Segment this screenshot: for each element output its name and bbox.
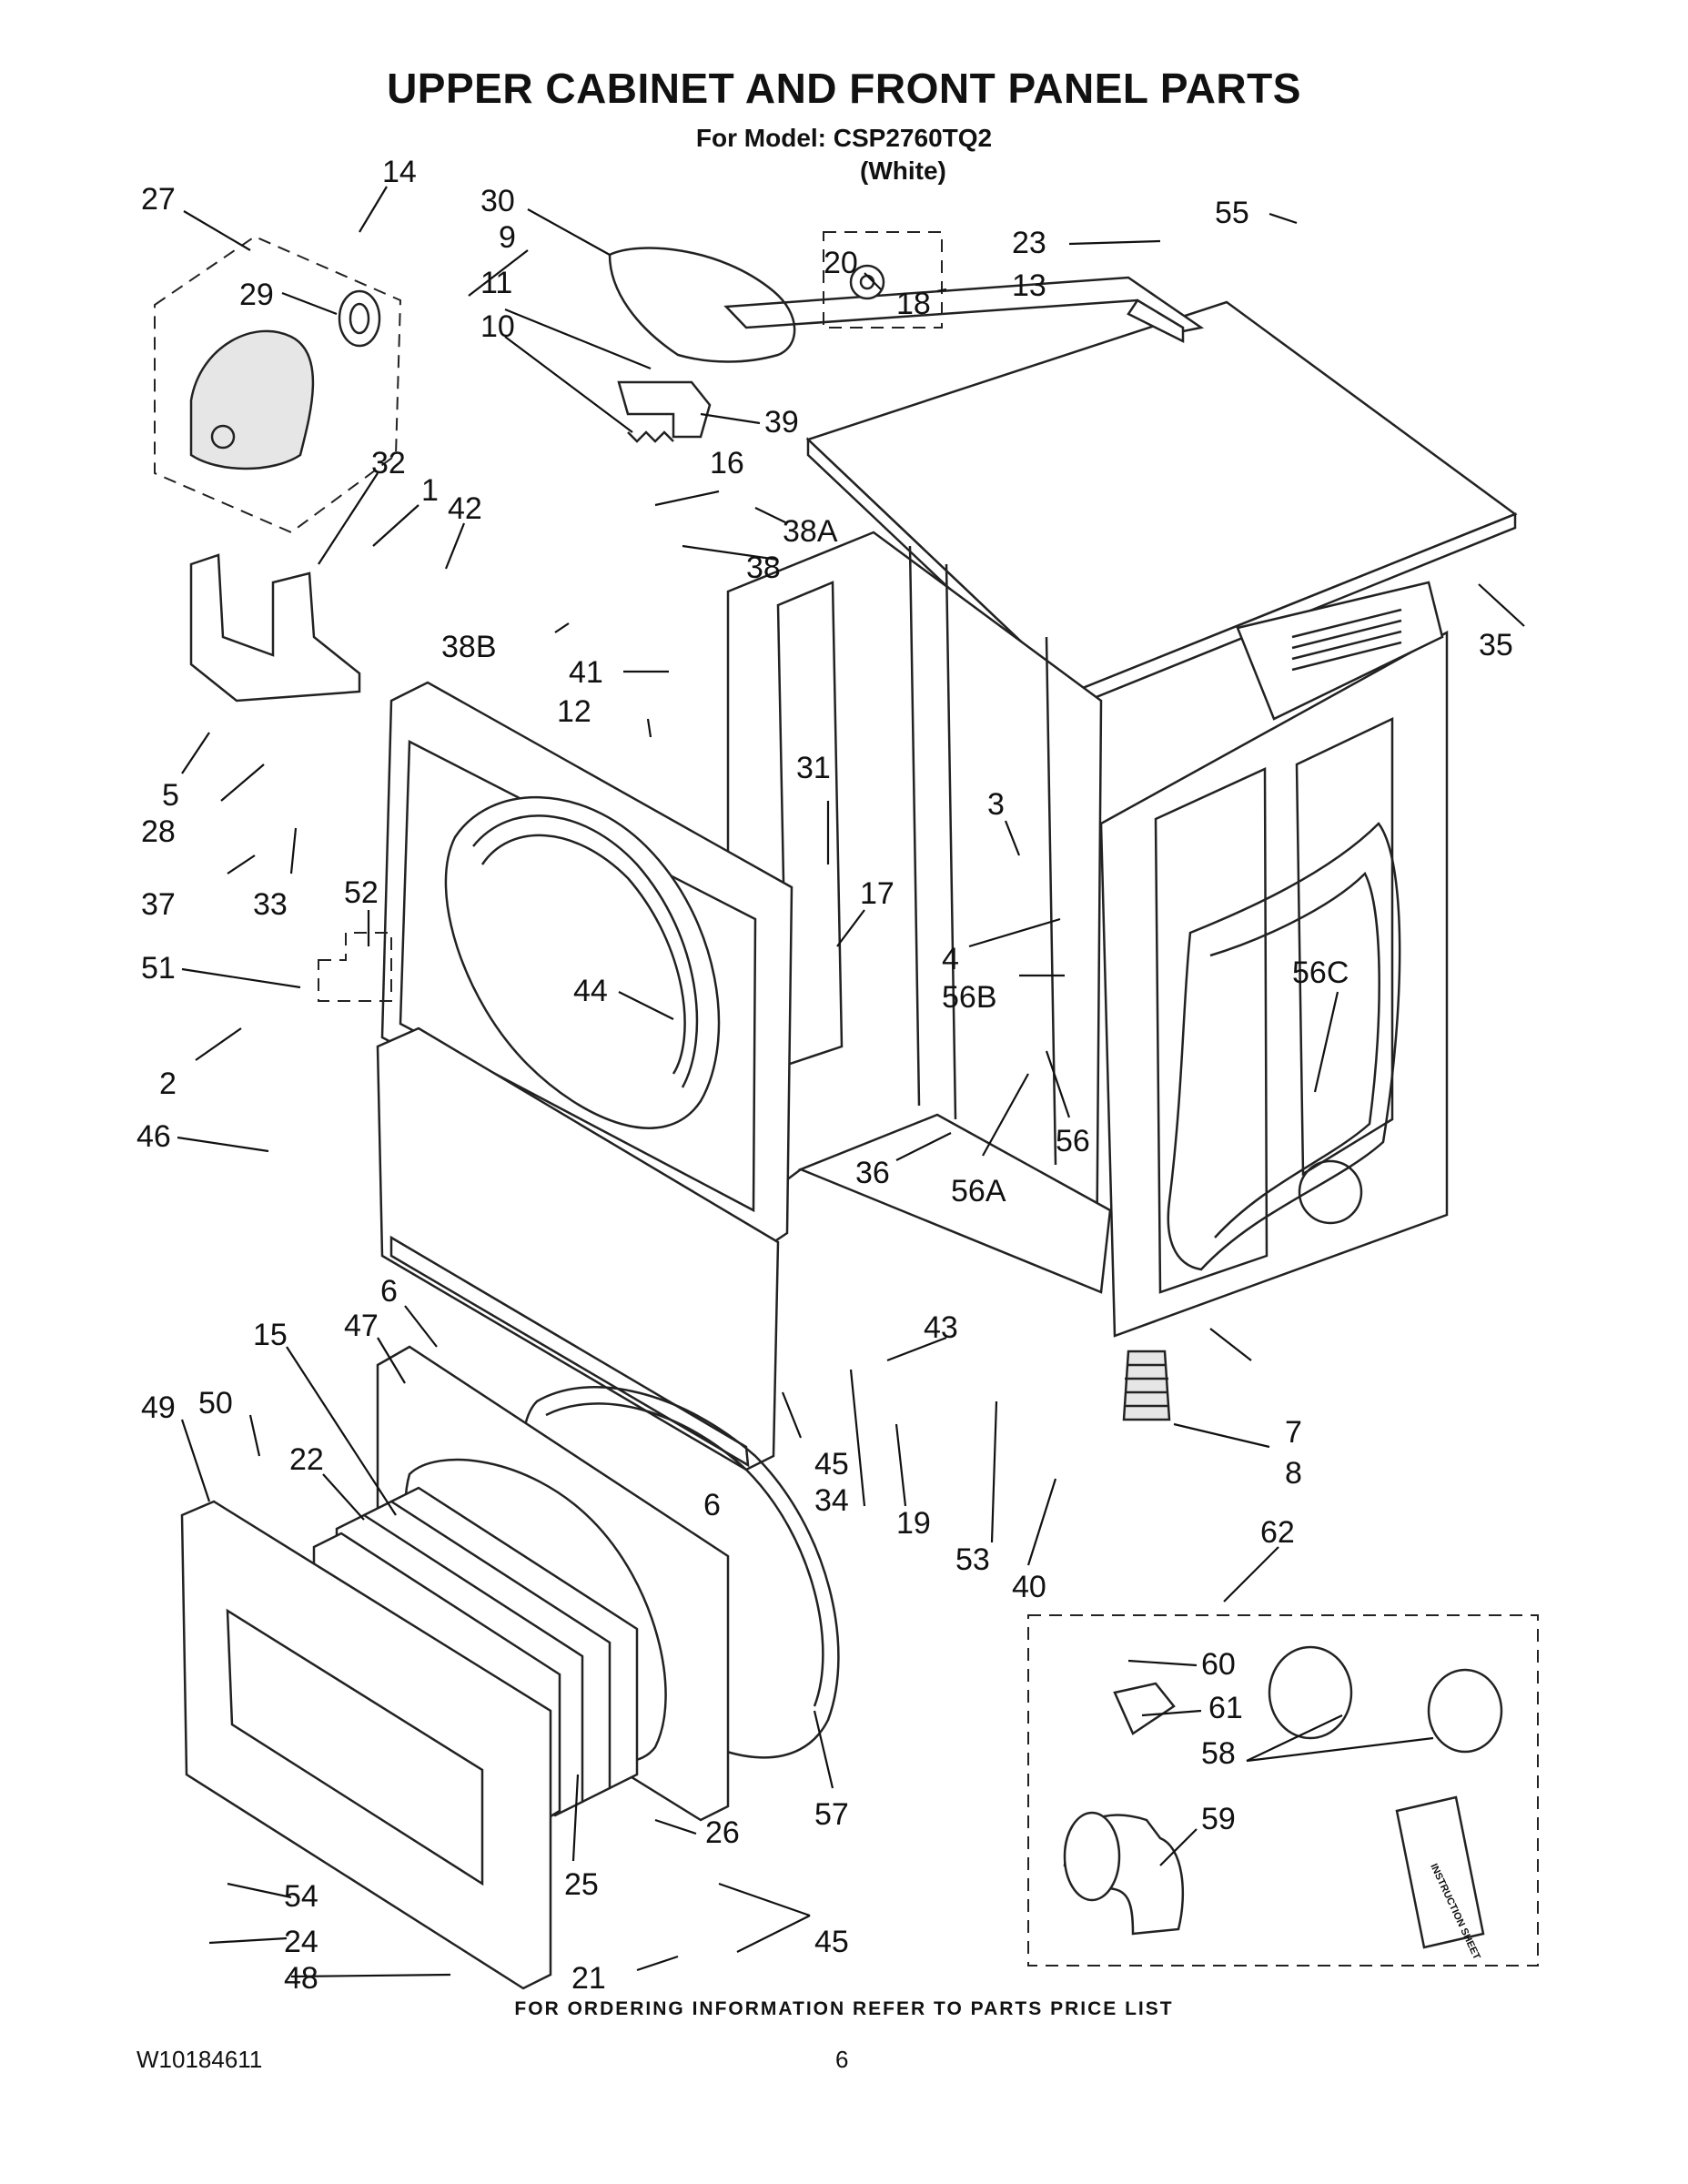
cabinet-body (726, 531, 1449, 1421)
front-panel-frame (380, 681, 793, 1244)
drum-roller-box (823, 231, 943, 329)
callout-10: 10 (480, 309, 515, 344)
kit-box-62 (1027, 1614, 1539, 1967)
callout-22: 22 (289, 1442, 324, 1477)
motor-mount-32 (189, 553, 361, 703)
motor-assembly (154, 235, 402, 534)
callout-57: 57 (814, 1797, 849, 1832)
callout-34: 34 (814, 1483, 849, 1518)
callout-6b: 6 (703, 1488, 721, 1522)
callout-50: 50 (198, 1386, 233, 1421)
callout-13: 13 (1012, 268, 1046, 303)
ordering-note: FOR ORDERING INFORMATION REFER TO PARTS … (514, 1998, 1174, 2019)
callout-19: 19 (896, 1506, 931, 1541)
callout-33: 33 (253, 887, 288, 922)
callout-1: 1 (421, 473, 439, 508)
callout-62: 62 (1260, 1515, 1295, 1550)
callout-30: 30 (480, 184, 515, 218)
callout-labels: 27 14 30 9 55 23 20 13 29 11 18 10 39 16… (136, 155, 1513, 1996)
callout-20: 20 (824, 246, 858, 280)
callout-35: 35 (1479, 628, 1513, 662)
callout-38: 38 (746, 551, 781, 585)
callout-38A: 38A (783, 514, 838, 549)
page-number: 6 (835, 2046, 849, 2073)
leader-lines (177, 186, 1525, 1978)
callout-54: 54 (284, 1879, 318, 1914)
callout-51: 51 (141, 951, 176, 986)
callout-2: 2 (159, 1067, 177, 1101)
kit-items (1063, 1645, 1503, 1949)
callout-56B: 56B (942, 980, 997, 1015)
callout-24: 24 (284, 1925, 318, 1959)
callout-61: 61 (1208, 1691, 1243, 1725)
document-number: W10184611 (136, 2046, 263, 2073)
callout-11: 11 (480, 266, 512, 300)
idler-bracket (617, 380, 712, 443)
callout-39: 39 (764, 405, 799, 440)
callout-28: 28 (141, 814, 176, 849)
callout-38B: 38B (441, 630, 497, 664)
callout-40: 40 (1012, 1570, 1046, 1604)
callout-25: 25 (564, 1867, 599, 1902)
callout-53: 53 (955, 1542, 990, 1577)
callout-27: 27 (141, 182, 176, 217)
top-panel-back-plate (723, 276, 1205, 344)
callout-7: 7 (1285, 1415, 1302, 1450)
callout-45: 45 (814, 1447, 849, 1481)
callout-37: 37 (141, 887, 176, 922)
callout-3: 3 (987, 787, 1005, 822)
lower-front-panel (376, 1026, 780, 1471)
callout-45b: 45 (814, 1925, 849, 1959)
color-line: (White) (860, 157, 946, 185)
callout-59: 59 (1201, 1802, 1236, 1836)
callout-4: 4 (942, 942, 959, 976)
callout-16: 16 (710, 446, 744, 480)
callout-17: 17 (860, 876, 895, 911)
callout-29: 29 (239, 278, 274, 312)
callout-9: 9 (499, 220, 516, 255)
callout-23: 23 (1012, 226, 1046, 260)
callout-18: 18 (896, 287, 931, 321)
callout-46: 46 (136, 1119, 171, 1154)
callout-8: 8 (1285, 1456, 1302, 1491)
page-title: UPPER CABINET AND FRONT PANEL PARTS (387, 65, 1301, 112)
callout-49: 49 (141, 1390, 176, 1425)
callout-55: 55 (1215, 196, 1249, 230)
callout-31: 31 (796, 751, 831, 785)
callout-47: 47 (344, 1309, 379, 1343)
callout-21: 21 (571, 1961, 606, 1996)
callout-5: 5 (162, 778, 179, 813)
model-line: For Model: CSP2760TQ2 (695, 124, 993, 152)
callout-43: 43 (924, 1310, 958, 1345)
callout-41: 41 (569, 655, 603, 690)
callout-14: 14 (382, 155, 417, 189)
callout-58: 58 (1201, 1736, 1236, 1771)
callout-42: 42 (448, 491, 482, 526)
callout-48: 48 (284, 1961, 318, 1996)
callout-15: 15 (253, 1318, 288, 1352)
callout-56A: 56A (951, 1174, 1006, 1208)
callout-32: 32 (371, 446, 406, 480)
callout-36: 36 (855, 1156, 890, 1190)
callout-60: 60 (1201, 1647, 1236, 1682)
cabinet-top-panel (805, 300, 1518, 709)
callout-26: 26 (705, 1815, 740, 1850)
callout-6: 6 (380, 1274, 398, 1309)
callout-56C: 56C (1292, 956, 1349, 990)
callout-12: 12 (557, 694, 591, 729)
callout-56: 56 (1056, 1124, 1090, 1158)
callout-44: 44 (573, 974, 608, 1008)
door-outer-panel-49 (180, 1500, 552, 1990)
callout-52: 52 (344, 875, 379, 910)
drive-belt (608, 247, 796, 363)
door-latch-box (318, 932, 392, 1002)
